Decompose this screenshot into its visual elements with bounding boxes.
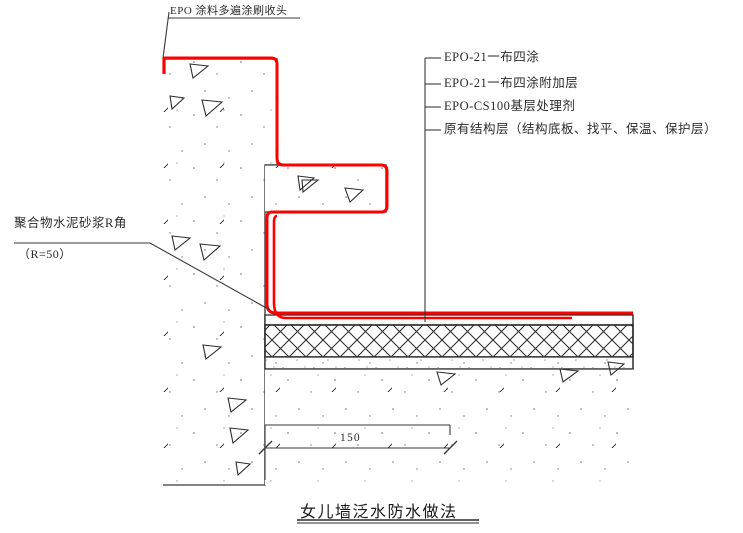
title-underline bbox=[297, 519, 479, 524]
aggregate-triangle bbox=[171, 235, 192, 251]
aggregate-triangle bbox=[607, 361, 626, 377]
right-annotation-label-3: EPO-CS100基层处理剂 bbox=[444, 99, 576, 113]
aggregate-triangle bbox=[235, 461, 252, 477]
aggregate-triangle bbox=[227, 397, 248, 413]
membrane-main-run bbox=[265, 210, 633, 315]
protection-layer-strip bbox=[264, 314, 634, 326]
aggregate-triangle bbox=[559, 368, 580, 383]
right-annotation-label-2: EPO-21一布四涂附加层 bbox=[444, 76, 579, 90]
right-annotation-label-1: EPO-21一布四涂 bbox=[444, 50, 540, 64]
parapet-wall-section bbox=[163, 58, 278, 486]
wall-aggregate-marks bbox=[169, 63, 316, 477]
dimension-value-label: 150 bbox=[340, 432, 361, 444]
aggregate-triangle bbox=[344, 187, 365, 203]
leader-top-label bbox=[162, 11, 170, 59]
aggregate-triangle bbox=[297, 175, 316, 192]
waterproof-additional-layer-red bbox=[272, 214, 572, 320]
aggregate-triangle bbox=[169, 95, 186, 111]
aggregate-triangle bbox=[229, 427, 250, 445]
dimension-150 bbox=[258, 424, 458, 480]
waterproof-membrane-red bbox=[162, 56, 633, 315]
aggregate-triangle bbox=[199, 243, 222, 262]
aggregate-triangle bbox=[189, 63, 210, 79]
insulation-hatch bbox=[265, 325, 633, 357]
aggregate-triangle bbox=[436, 371, 457, 386]
left-annotation-label-line2: （R=50） bbox=[18, 247, 72, 261]
slab-concrete-body bbox=[265, 315, 634, 485]
aggregate-triangle bbox=[201, 99, 224, 118]
membrane-upper-run bbox=[162, 56, 389, 214]
drawing-title: 女儿墙泛水防水做法 bbox=[300, 504, 458, 521]
aggregate-triangle bbox=[301, 179, 320, 194]
ledge-step-block bbox=[265, 164, 387, 213]
right-annotation-label-4: 原有结构层（结构底板、找平、保温、保护层） bbox=[444, 122, 718, 136]
membrane-additional-run bbox=[272, 214, 572, 320]
dim-tick-left bbox=[258, 440, 273, 455]
left-annotation-label-line1: 聚合物水泥砂浆R角 bbox=[14, 216, 127, 230]
top-annotation-label: EPO 涂料多遍涂刷收头 bbox=[170, 5, 288, 17]
aggregate-triangle bbox=[202, 344, 223, 360]
dim-tick-right bbox=[443, 440, 458, 455]
